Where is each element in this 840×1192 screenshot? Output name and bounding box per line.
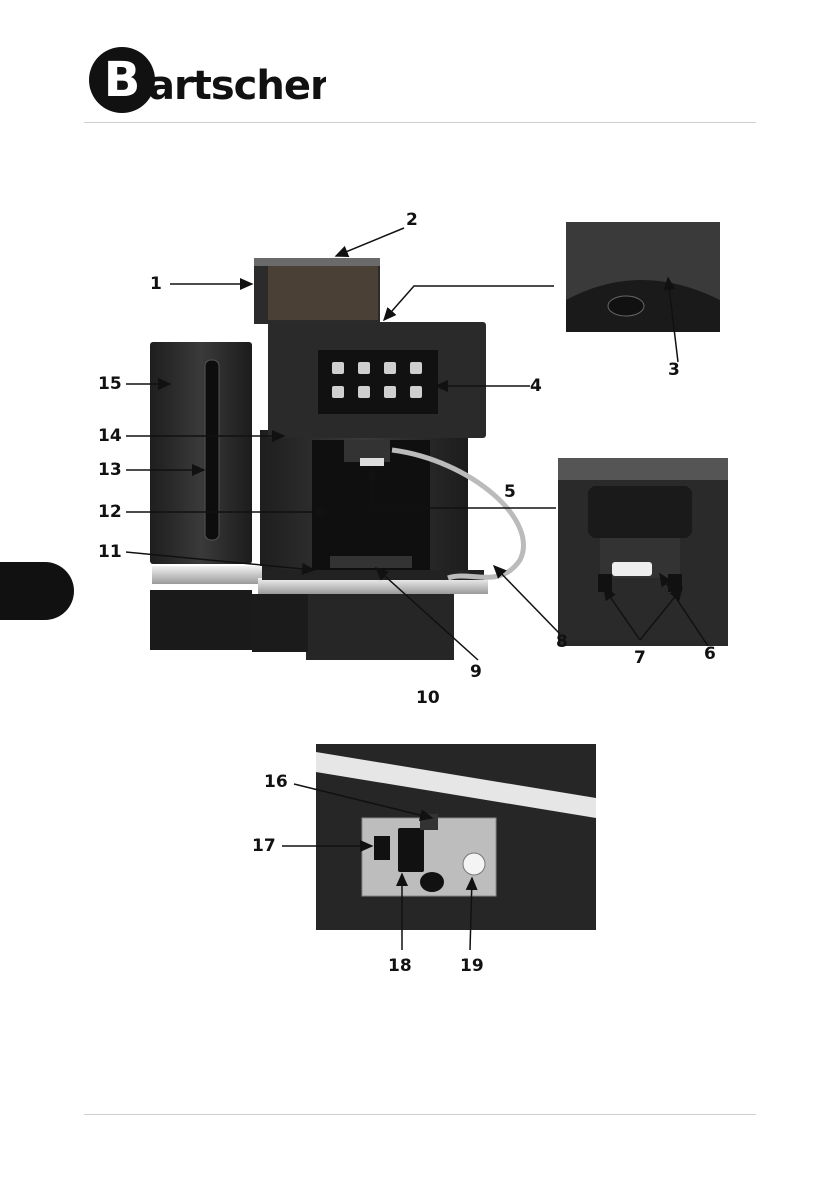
callout-7: 7 <box>634 650 646 667</box>
callout-17: 17 <box>252 838 276 855</box>
water-tank <box>150 342 252 650</box>
callout-3: 3 <box>668 362 680 379</box>
rear-panel <box>316 744 596 930</box>
callout-18: 18 <box>388 958 412 975</box>
callout-9: 9 <box>470 664 482 681</box>
inset-grinder <box>566 222 720 332</box>
callout-16: 16 <box>264 774 288 791</box>
callout-13: 13 <box>98 462 122 479</box>
callout-11: 11 <box>98 544 122 561</box>
bean-hopper <box>254 258 380 324</box>
touch-display <box>268 322 486 438</box>
callout-15: 15 <box>98 376 122 393</box>
callout-5: 5 <box>504 484 516 501</box>
inset-outlet <box>558 458 728 646</box>
callout-6: 6 <box>704 646 716 663</box>
callout-2: 2 <box>406 212 418 229</box>
callout-10: 10 <box>416 690 440 707</box>
callout-1: 1 <box>150 276 162 293</box>
callout-14: 14 <box>98 428 122 445</box>
callout-8: 8 <box>556 634 568 651</box>
callout-12: 12 <box>98 504 122 521</box>
callout-4: 4 <box>530 378 542 395</box>
machine-body <box>260 430 468 576</box>
callout-19: 19 <box>460 958 484 975</box>
